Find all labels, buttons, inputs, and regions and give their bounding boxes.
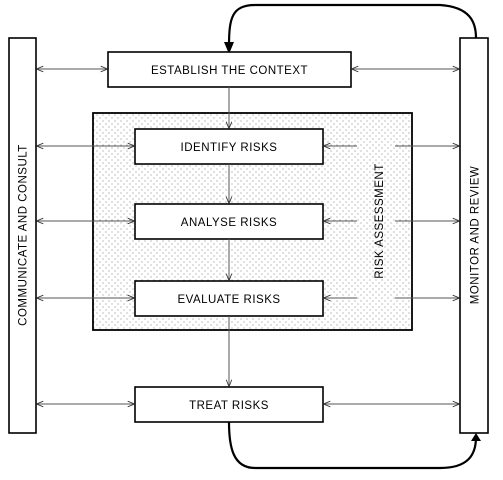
communicate-consult-column <box>8 37 37 434</box>
step-analyse-label: ANALYSE RISKS <box>181 217 277 229</box>
step-treat-label: TREAT RISKS <box>189 400 269 412</box>
top-feedback-loop <box>227 3 478 47</box>
monitor-review-label: MONITOR AND REVIEW <box>470 166 482 305</box>
bottom-loop-arrowhead <box>471 433 481 441</box>
monitor-review-column <box>459 37 489 434</box>
step-identify-label: IDENTIFY RISKS <box>181 142 278 154</box>
risk-assessment-label: RISK ASSESSMENT <box>374 163 386 279</box>
step-analyse-risks: ANALYSE RISKS <box>134 203 324 240</box>
step-treat-risks: TREAT RISKS <box>134 386 324 423</box>
communicate-consult-label: COMMUNICATE AND CONSULT <box>18 144 30 326</box>
bottom-feedback-loop <box>227 421 478 470</box>
step-evaluate-label: EVALUATE RISKS <box>177 294 280 306</box>
step-establish-context: ESTABLISH THE CONTEXT <box>107 51 352 88</box>
step-identify-risks: IDENTIFY RISKS <box>134 128 324 165</box>
top-loop-arrowhead <box>224 42 234 54</box>
step-evaluate-risks: EVALUATE RISKS <box>134 280 324 317</box>
step-establish-label: ESTABLISH THE CONTEXT <box>151 65 308 77</box>
